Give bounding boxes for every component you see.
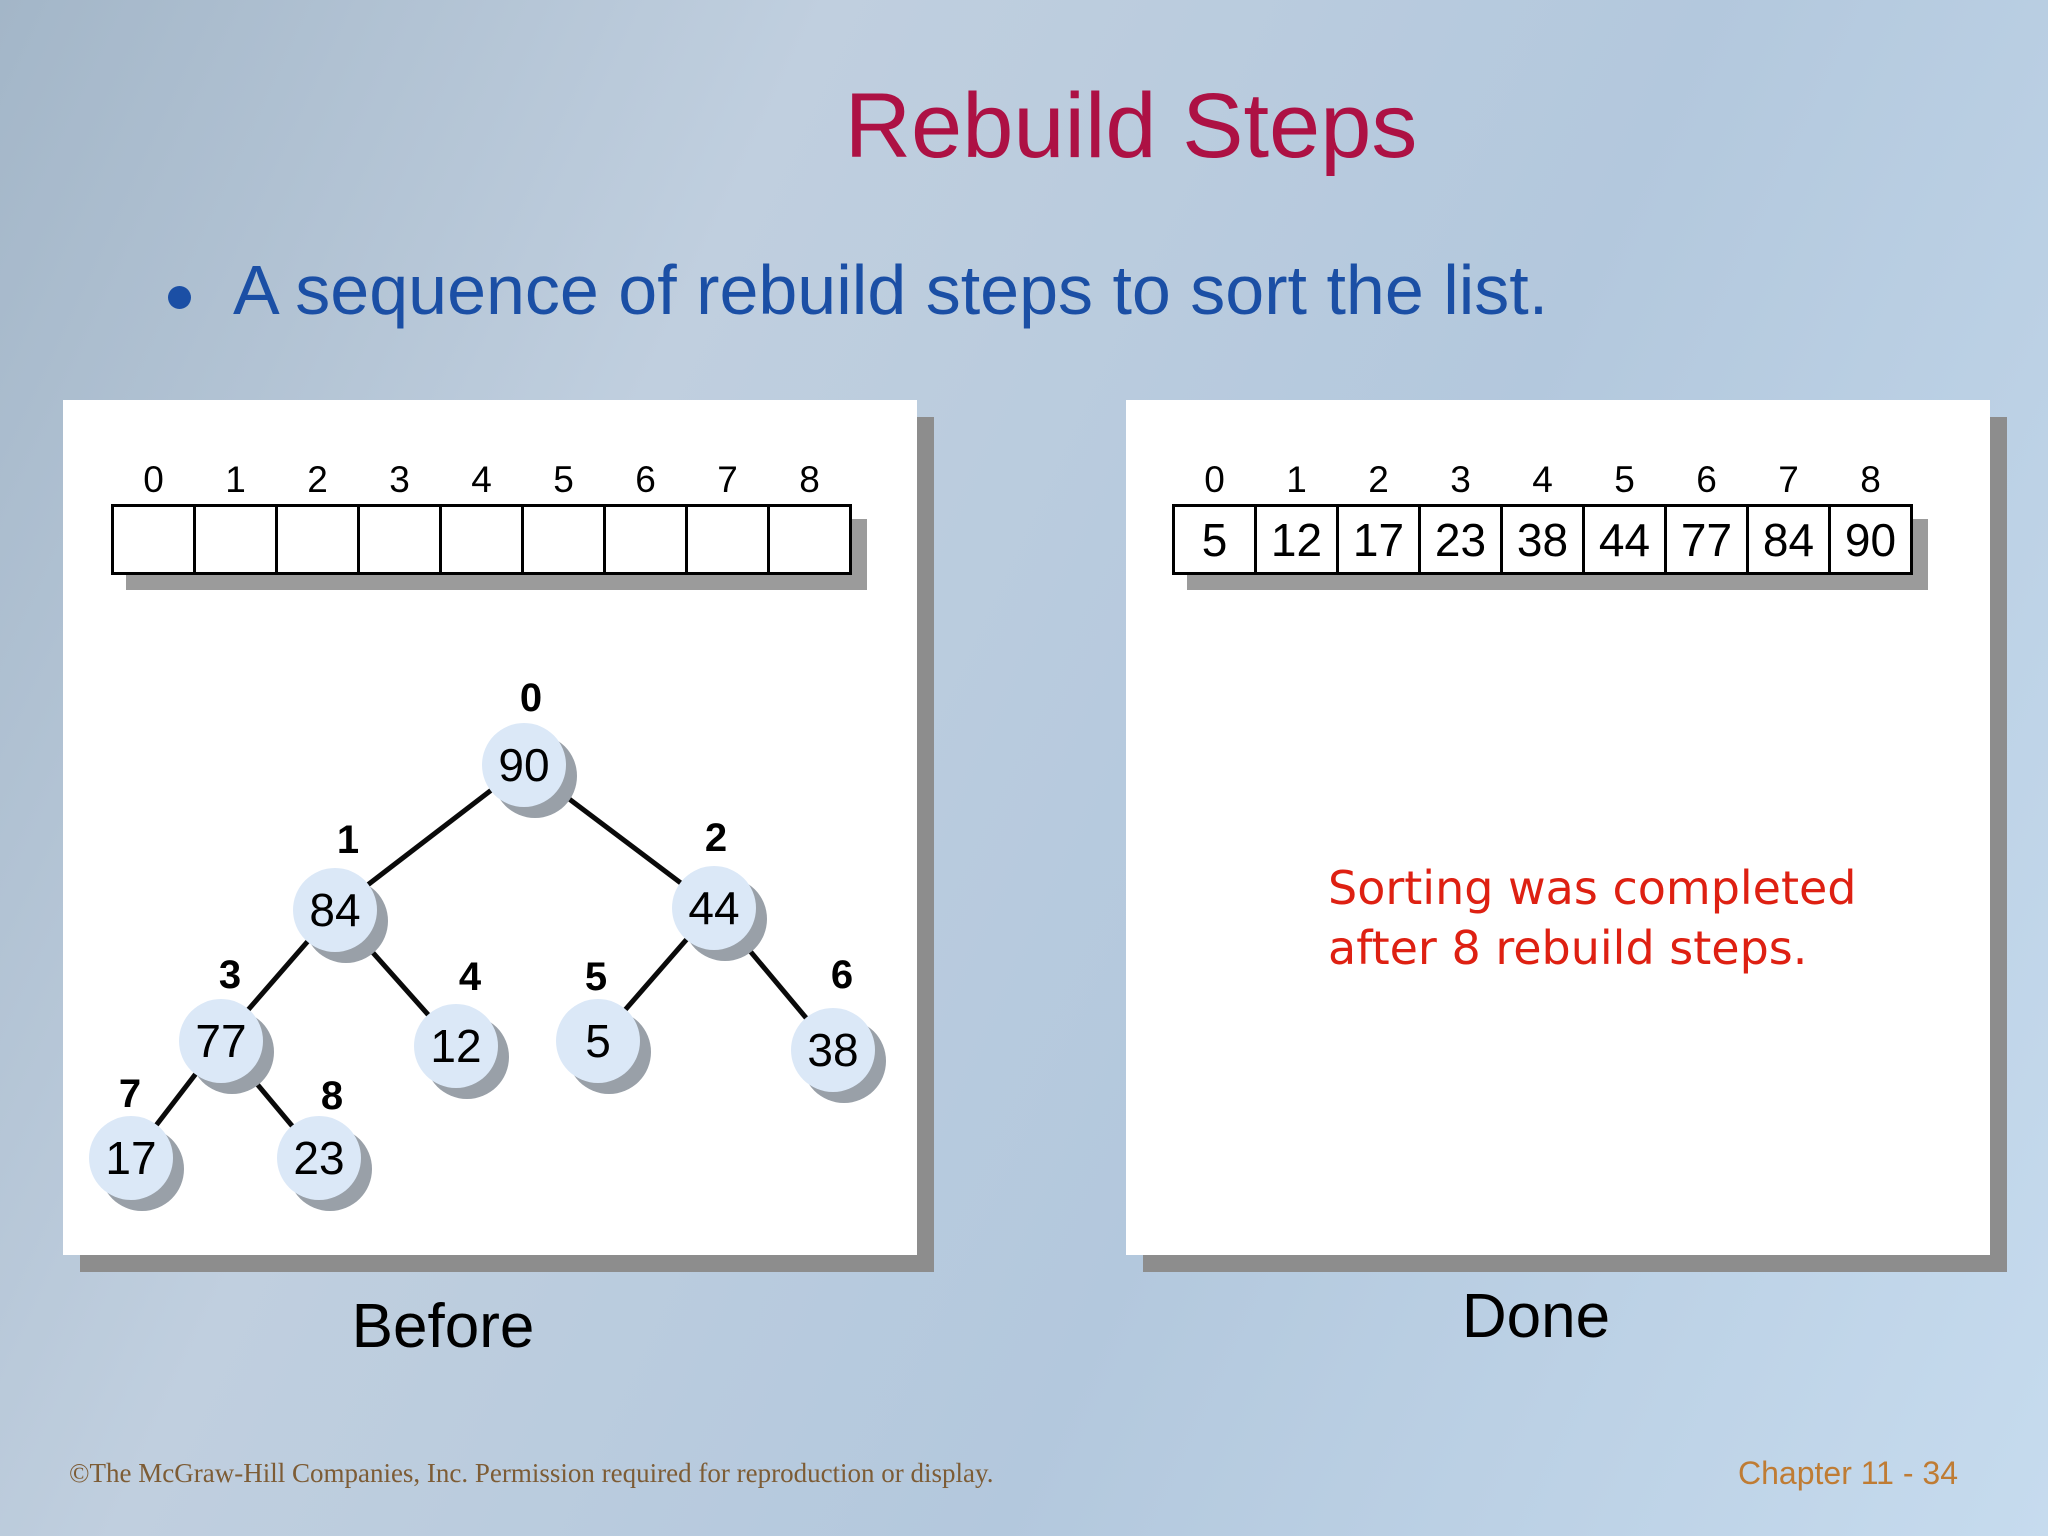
array-cell: 90 (1828, 504, 1913, 575)
array-index-label: 6 (1696, 459, 1717, 500)
array-cell: 23 (1418, 504, 1503, 575)
array-cell (521, 504, 606, 575)
tree-node-index-label: 4 (458, 955, 482, 999)
array-index-label: 2 (307, 459, 328, 500)
bullet-icon (168, 286, 191, 309)
array-index-label: 6 (635, 459, 656, 500)
array-index-label: 4 (1532, 459, 1553, 500)
page-title: Rebuild Steps (844, 75, 1418, 177)
array-index-label: 4 (471, 459, 492, 500)
array-index-label: 8 (1860, 459, 1881, 500)
array-index-label: 7 (717, 459, 738, 500)
array-index-label: 1 (1286, 459, 1307, 500)
tree-node: 12 (414, 1004, 498, 1088)
tree-node: 17 (89, 1116, 173, 1200)
array-cell: 77 (1664, 504, 1749, 575)
bullet-text: A sequence of rebuild steps to sort the … (233, 251, 1549, 329)
page-number: Chapter 11 - 34 (1738, 1455, 1958, 1491)
array-index-label: 0 (143, 459, 164, 500)
tree-node: 77 (179, 999, 263, 1083)
array-index-label: 1 (225, 459, 246, 500)
completion-note-line2: after 8 rebuild steps. (1328, 921, 1808, 975)
tree-node-index-label: 8 (320, 1074, 344, 1118)
array-cell: 44 (1582, 504, 1667, 575)
array-cell: 84 (1746, 504, 1831, 575)
tree-node-index-label: 1 (336, 818, 360, 862)
tree-node: 84 (293, 868, 377, 952)
array-cell (357, 504, 442, 575)
tree-node: 44 (672, 866, 756, 950)
tree-node-index-label: 3 (218, 953, 242, 997)
array-index-label: 0 (1204, 459, 1225, 500)
tree-edges (129, 763, 835, 1160)
tree-node-index-label: 7 (118, 1072, 142, 1116)
tree-node-index-label: 5 (584, 955, 608, 999)
array-index-label: 5 (1614, 459, 1635, 500)
tree-node-index-label: 6 (830, 953, 854, 997)
before-label: Before (351, 1292, 535, 1361)
array-index-label: 7 (1778, 459, 1799, 500)
tree-node: 90 (482, 723, 566, 807)
completion-note: Sorting was completed after 8 rebuild st… (1328, 858, 1857, 978)
tree-node-index-label: 0 (519, 676, 543, 720)
array-cell (193, 504, 278, 575)
array-index-label: 2 (1368, 459, 1389, 500)
done-label: Done (1461, 1282, 1611, 1351)
bullet-item: A sequence of rebuild steps to sort the … (168, 252, 1548, 329)
array-cell: 38 (1500, 504, 1585, 575)
array-index-label: 3 (389, 459, 410, 500)
copyright-text: ©The McGraw-Hill Companies, Inc. Permiss… (69, 1458, 994, 1488)
completion-note-line1: Sorting was completed (1328, 861, 1857, 915)
array-cell: 12 (1254, 504, 1339, 575)
before-array: 0 1 2 3 4 5 6 7 8 (111, 456, 852, 575)
array-cell: 17 (1336, 504, 1421, 575)
array-cell: 5 (1172, 504, 1257, 575)
array-index-label: 5 (553, 459, 574, 500)
array-index-label: 3 (1450, 459, 1471, 500)
tree-node-index-label: 2 (704, 816, 728, 860)
tree-node: 38 (791, 1008, 875, 1092)
tree-node: 23 (277, 1116, 361, 1200)
array-index-label: 8 (799, 459, 820, 500)
tree-node: 5 (556, 999, 640, 1083)
array-cell (767, 504, 852, 575)
